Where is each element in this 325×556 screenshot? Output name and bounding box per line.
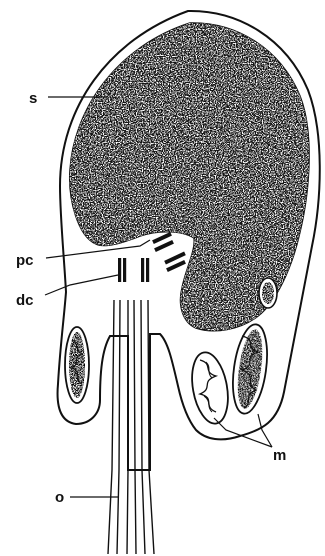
mitochondrion-left <box>65 327 89 403</box>
label-m: m <box>273 447 286 464</box>
label-pc: pc <box>16 252 34 269</box>
label-dc: dc <box>16 292 34 309</box>
label-s: s <box>29 90 37 107</box>
mitochondrion-small <box>259 278 277 308</box>
label-o: o <box>55 489 64 506</box>
